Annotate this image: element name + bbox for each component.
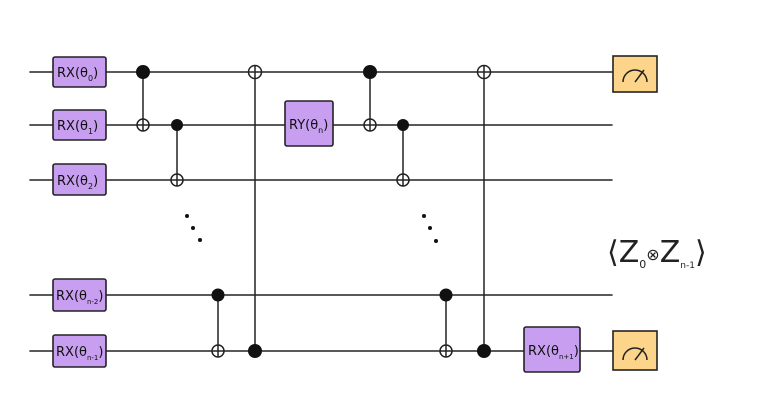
gate-rx2: RX(θ2) <box>52 163 107 196</box>
ellipsis-right <box>422 214 438 243</box>
gate-close: ) <box>93 174 98 189</box>
target-oplus <box>396 173 410 187</box>
gate-text: RX(θ <box>56 345 87 360</box>
measurement-qn1 <box>612 330 658 371</box>
qubit-wires <box>29 71 613 352</box>
target-oplus <box>211 344 225 358</box>
cnot-targets <box>136 64 492 358</box>
gate-text: RX(θ <box>57 119 88 134</box>
gate-text: RX(θ <box>528 344 559 359</box>
gate-close: ) <box>574 344 579 359</box>
target-oplus <box>136 118 150 132</box>
gate-close: ) <box>98 289 103 304</box>
gate-rx1: RX(θ1) <box>52 109 107 141</box>
gate-rx0: RX(θ0) <box>52 56 107 88</box>
measurement-box <box>612 55 658 93</box>
control-dot <box>477 344 491 358</box>
gate-text: RX(θ <box>57 174 88 189</box>
obs-open-bracket: ⟨ <box>607 235 619 270</box>
obs-otimes: ⊗ <box>646 245 659 264</box>
svg-text:⟨Z0⊗Zn-1⟩: ⟨Z0⊗Zn-1⟩ <box>607 235 707 271</box>
target-oplus <box>439 344 453 358</box>
target-oplus <box>170 173 184 187</box>
gate-sub: n <box>318 126 323 135</box>
obs-z1-sub: n-1 <box>680 261 695 271</box>
control-dot <box>211 288 225 302</box>
control-dot <box>397 119 409 131</box>
control-dot <box>439 288 453 302</box>
gate-rxn1: RX(θn-1) <box>52 334 107 368</box>
gate-box <box>523 326 581 373</box>
svg-text:RY(θn): RY(θn) <box>289 118 328 135</box>
gate-box <box>52 109 107 141</box>
target-oplus <box>247 64 263 80</box>
control-dot <box>136 65 150 79</box>
obs-z1: Z <box>660 235 681 270</box>
gate-close: ) <box>98 345 103 360</box>
gate-rxn2: RX(θn-2) <box>52 278 107 312</box>
ellipsis-left <box>185 214 202 242</box>
obs-z0: Z <box>619 235 640 270</box>
gate-sub: n-1 <box>87 354 98 362</box>
cnot-connectors <box>142 72 485 351</box>
gate-rxn1b: RX(θn+1) <box>523 326 581 373</box>
svg-text:RX(θ0): RX(θ0) <box>57 66 98 83</box>
measurement-q0 <box>612 55 658 93</box>
svg-text:RX(θn+1): RX(θn+1) <box>528 344 579 361</box>
target-oplus <box>476 64 492 80</box>
gate-box <box>52 334 107 368</box>
gate-sub: n+1 <box>559 353 574 361</box>
gate-box <box>52 56 107 88</box>
svg-text:RX(θ2): RX(θ2) <box>57 174 98 191</box>
svg-text:RX(θn-2): RX(θn-2) <box>56 289 103 306</box>
observable-expression: ⟨Z0⊗Zn-1⟩ <box>607 235 707 271</box>
svg-text:RX(θ1): RX(θ1) <box>57 119 98 136</box>
gate-box <box>52 278 107 312</box>
gate-text: RY(θ <box>289 118 318 133</box>
meter-icon <box>622 347 648 361</box>
svg-text:RX(θn-1): RX(θn-1) <box>56 345 103 362</box>
gate-sub: 0 <box>88 74 93 83</box>
gate-text: RX(θ <box>56 289 87 304</box>
gate-box <box>284 100 334 147</box>
gate-sub: 2 <box>88 182 93 191</box>
target-oplus <box>363 118 377 132</box>
gate-sub: n-2 <box>87 298 98 306</box>
measurement-box <box>612 330 658 371</box>
control-dot <box>248 344 262 358</box>
gate-text: RX(θ <box>57 66 88 81</box>
gate-sub: 1 <box>88 127 93 136</box>
gate-ryn: RY(θn) <box>284 100 334 147</box>
gate-close: ) <box>93 66 98 81</box>
obs-z0-sub: 0 <box>639 258 646 271</box>
control-dot <box>171 119 183 131</box>
meter-icon <box>622 69 648 83</box>
control-dot <box>363 65 377 79</box>
gate-close: ) <box>323 118 328 133</box>
gate-box <box>52 163 107 196</box>
gate-close: ) <box>93 119 98 134</box>
control-dots <box>136 65 491 358</box>
obs-close-bracket: ⟩ <box>695 235 707 270</box>
